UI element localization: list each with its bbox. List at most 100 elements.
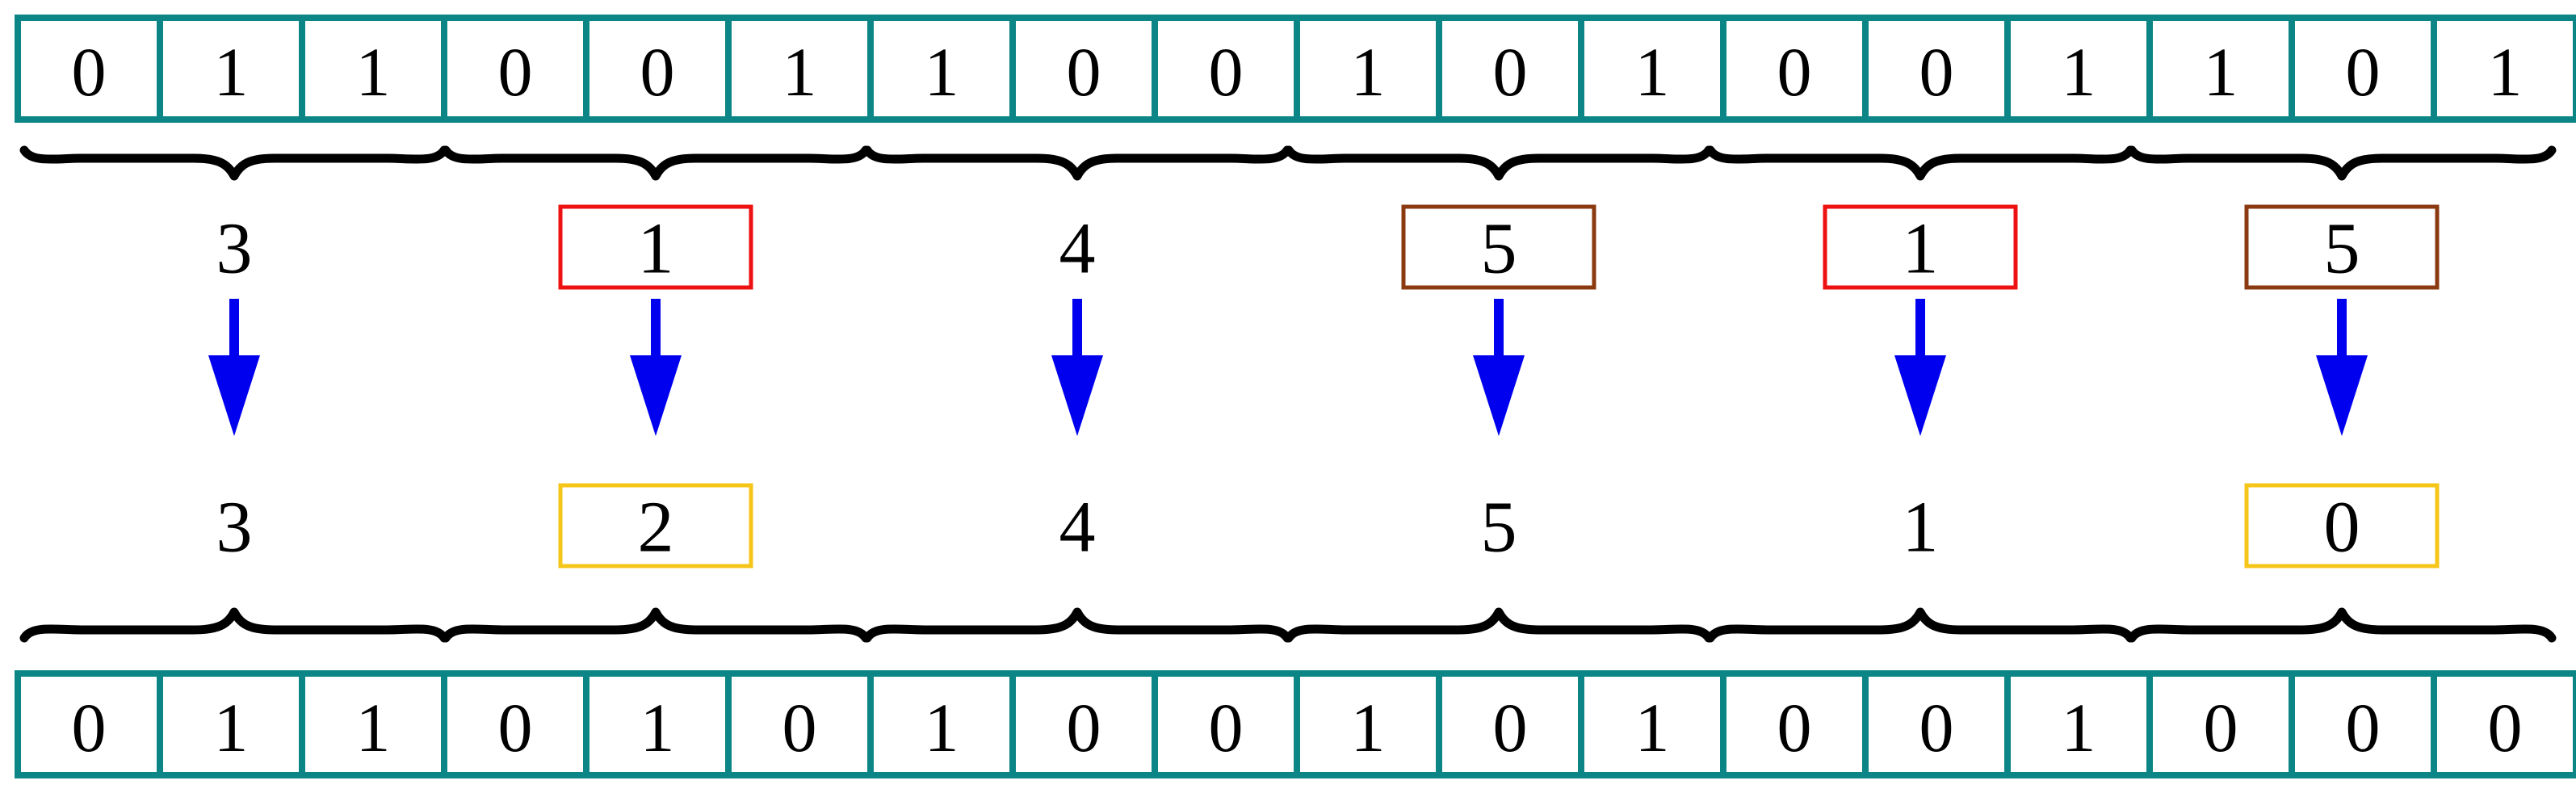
bottom-cell [299, 670, 447, 778]
top-bit: 0 [1209, 33, 1244, 111]
top-group-braces [19, 145, 2557, 181]
top-brace [1705, 145, 2135, 181]
bottom-brace [1284, 607, 1714, 643]
top-bit: 1 [1351, 33, 1386, 111]
bottom-cell [157, 670, 305, 778]
top-brace [441, 145, 871, 181]
bottom-bit: 1 [214, 689, 249, 766]
top-cell [2289, 15, 2437, 123]
top-cell [15, 15, 163, 123]
bottom-bit: 0 [2488, 689, 2523, 766]
top-bit: 1 [2062, 33, 2096, 111]
bottom-bit: 0 [72, 689, 107, 766]
down-arrow-icon [2316, 355, 2368, 436]
bottom-cell [1578, 670, 1726, 778]
top-cell [2146, 15, 2295, 123]
original-value: 1 [638, 209, 674, 289]
down-arrow-icon [1894, 355, 1946, 436]
new-value: 1 [1903, 488, 1939, 568]
bottom-bit: 0 [2346, 689, 2381, 766]
top-cell [1009, 15, 1158, 123]
bottom-bit: 0 [1777, 689, 1812, 766]
bottom-cell [725, 670, 874, 778]
original-value: 3 [216, 209, 253, 289]
bottom-bit: 0 [1067, 689, 1101, 766]
top-bit: 0 [2346, 33, 2381, 111]
original-value: 5 [1481, 209, 1517, 289]
bottom-bit: 1 [1635, 689, 1670, 766]
new-value: 2 [638, 488, 674, 568]
bottom-cell [2146, 670, 2295, 778]
bottom-bit: 0 [1209, 689, 1244, 766]
top-bit: 1 [925, 33, 959, 111]
top-bit: 1 [2204, 33, 2238, 111]
original-value: 5 [2324, 209, 2360, 289]
top-brace [2127, 145, 2557, 181]
bottom-brace [1705, 607, 2135, 643]
bottom-bit: 0 [1919, 689, 1954, 766]
top-bit: 1 [356, 33, 391, 111]
new-highlight-box [2244, 483, 2440, 569]
new-value: 5 [1481, 488, 1517, 568]
bottom-bit: 1 [640, 689, 675, 766]
top-bit: 1 [214, 33, 249, 111]
top-cell [299, 15, 447, 123]
new-group-values: 3 2 4 5 1 0 [216, 483, 2440, 569]
top-brace [1284, 145, 1714, 181]
transform-arrows [208, 299, 2368, 436]
original-highlight-box [558, 204, 753, 290]
top-bit-row: 0 1 1 0 0 1 1 0 0 1 0 1 0 0 1 1 0 1 [15, 15, 2576, 123]
top-bit: 1 [2488, 33, 2523, 111]
top-cell [583, 15, 732, 123]
top-bit: 0 [1919, 33, 1954, 111]
bottom-brace [2127, 607, 2557, 643]
bottom-brace [862, 607, 1292, 643]
original-group-values: 3 1 4 5 1 5 [216, 204, 2440, 290]
top-bit: 0 [1493, 33, 1528, 111]
bottom-bit: 0 [2204, 689, 2238, 766]
bottom-cell [1152, 670, 1300, 778]
bottom-bit: 0 [498, 689, 533, 766]
top-bit: 1 [782, 33, 817, 111]
bottom-cell [15, 670, 163, 778]
bottom-group-braces [19, 607, 2557, 643]
new-value: 4 [1059, 488, 1096, 568]
bottom-cell [1009, 670, 1158, 778]
top-bit: 0 [1067, 33, 1101, 111]
bottom-cell [2431, 670, 2576, 778]
bottom-bit: 1 [2062, 689, 2096, 766]
top-brace [862, 145, 1292, 181]
top-cell [157, 15, 305, 123]
down-arrow-icon [1473, 355, 1525, 436]
new-value: 3 [216, 488, 253, 568]
bottom-bit: 0 [1493, 689, 1528, 766]
top-cell [867, 15, 1016, 123]
top-bit: 1 [1635, 33, 1670, 111]
down-arrow-icon [630, 355, 682, 436]
bottom-bit: 1 [1351, 689, 1386, 766]
top-bit: 0 [498, 33, 533, 111]
bottom-cell [2004, 670, 2153, 778]
top-cell [2431, 15, 2576, 123]
top-bit: 0 [1777, 33, 1812, 111]
new-highlight-box [558, 483, 753, 569]
new-value: 0 [2324, 488, 2360, 568]
top-brace [19, 145, 449, 181]
original-value: 4 [1059, 209, 1096, 289]
top-bit: 0 [72, 33, 107, 111]
bottom-brace [19, 607, 449, 643]
original-highlight-box [2244, 204, 2440, 290]
bottom-bit: 1 [356, 689, 391, 766]
top-cell [1294, 15, 1442, 123]
original-value: 1 [1903, 209, 1939, 289]
original-highlight-box [1401, 204, 1596, 290]
down-arrow-icon [208, 355, 260, 436]
top-cell [1152, 15, 1300, 123]
top-cell [1578, 15, 1726, 123]
top-bit: 0 [640, 33, 675, 111]
bottom-brace [441, 607, 871, 643]
bottom-bit: 1 [925, 689, 959, 766]
original-highlight-box [1823, 204, 2018, 290]
